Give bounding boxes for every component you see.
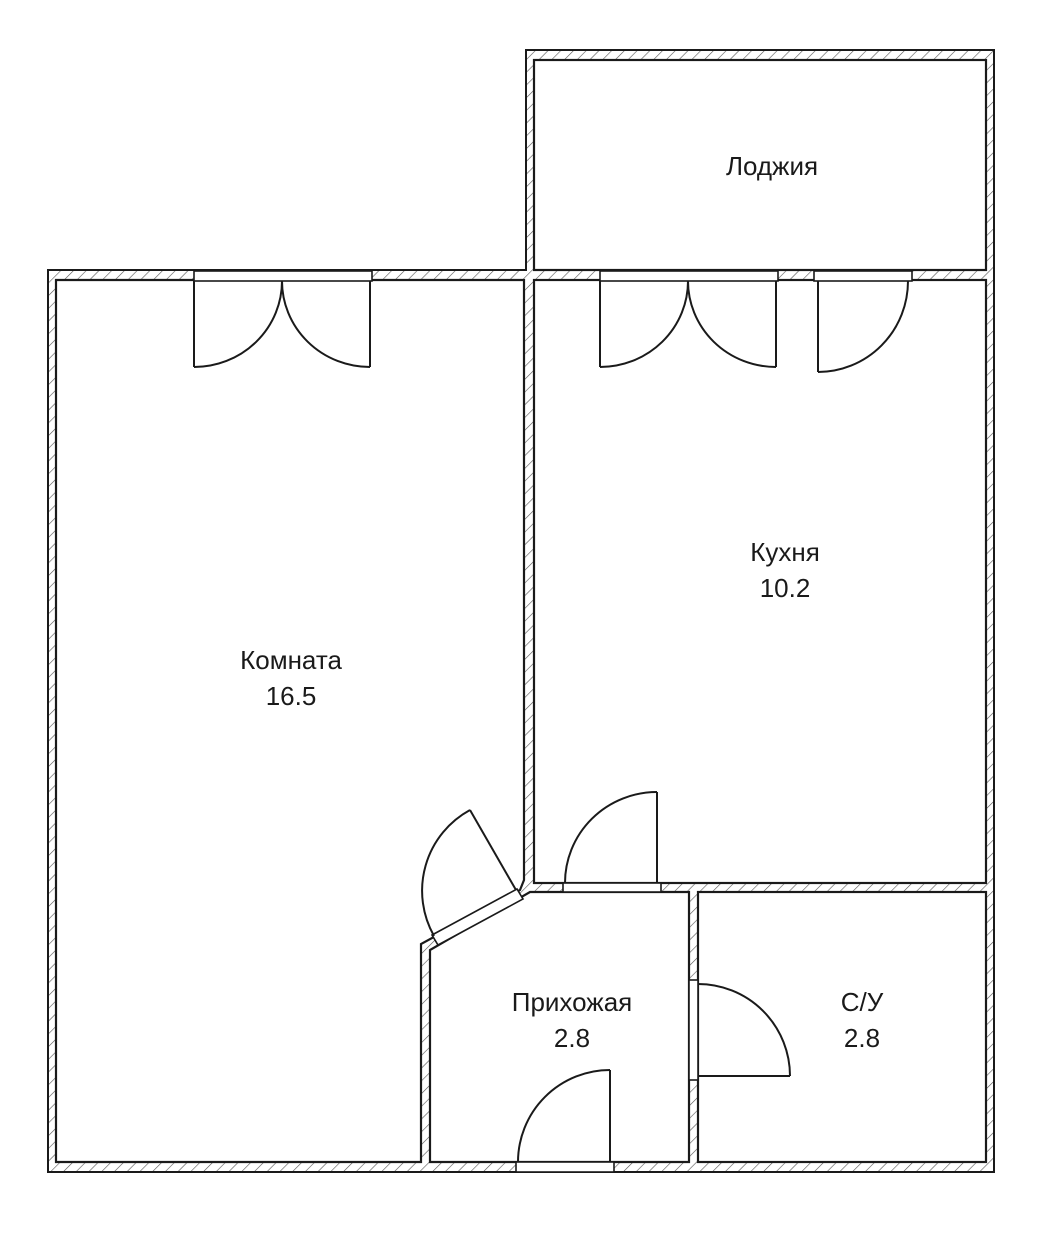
room-loggia-opening — [193, 270, 373, 282]
bath-label: С/У 2.8 — [841, 984, 884, 1056]
entrance-opening — [515, 1161, 615, 1173]
loggia-label: Лоджия — [726, 148, 818, 184]
bath-area — [696, 890, 988, 1164]
loggia-name: Лоджия — [725, 151, 819, 181]
kitchen-loggia-opening-single — [813, 270, 913, 282]
loggia-area — [532, 58, 988, 272]
hall-area-value: 2.8 — [553, 1023, 591, 1053]
hall-name: Прихожая — [511, 987, 633, 1017]
kitchen-loggia-opening-double — [599, 270, 779, 282]
room-interiors — [54, 58, 988, 1164]
room-name: Комната — [240, 645, 342, 675]
bath-hall-opening — [688, 979, 699, 1081]
kitchen-name: Кухня — [750, 537, 820, 567]
kitchen-area-value: 10.2 — [759, 573, 811, 603]
room-label: Комната 16.5 — [240, 642, 342, 714]
bath-name: С/У — [840, 987, 884, 1017]
door-openings — [193, 270, 913, 1173]
doors — [193, 280, 909, 1163]
kitchen-hall-opening — [562, 882, 662, 893]
room-hall-opening — [430, 887, 525, 947]
hall-label: Прихожая 2.8 — [512, 984, 632, 1056]
kitchen-area — [532, 278, 988, 885]
room-area-value: 16.5 — [265, 681, 317, 711]
kitchen-label: Кухня 10.2 — [750, 534, 820, 606]
bath-area-value: 2.8 — [843, 1023, 881, 1053]
